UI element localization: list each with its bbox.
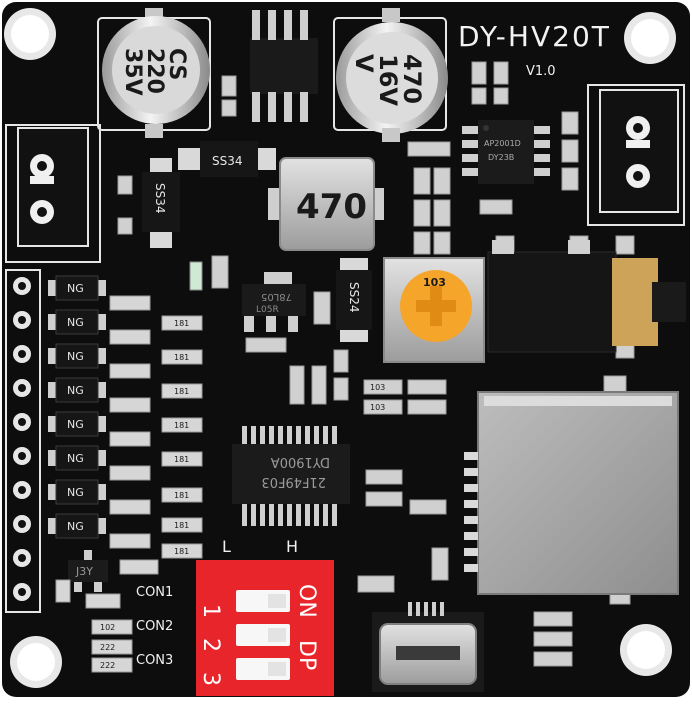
- ng-label: NG: [67, 282, 84, 295]
- ng-label: NG: [67, 486, 84, 499]
- resistor-code: 181: [174, 521, 189, 530]
- diode-ss34-top: [178, 141, 276, 177]
- ng-label: NG: [67, 520, 84, 533]
- header-pins: [13, 277, 31, 601]
- micro-usb-port: [372, 602, 484, 692]
- audio-jack: [487, 240, 686, 353]
- main-chip-dy1900a: [232, 426, 350, 526]
- dip-number-1: 1: [198, 604, 223, 618]
- main-chip-line1: DY1900A: [271, 454, 330, 469]
- cap-right-line1: 470: [398, 54, 426, 104]
- capacitor-470uf: [336, 8, 448, 142]
- capacitor-right-label: 470 16V V: [350, 54, 426, 106]
- resistor-code-c: 222: [100, 661, 115, 670]
- capacitor-left-label: CS 220 35V: [120, 48, 189, 96]
- potentiometer: [383, 257, 485, 363]
- dip-switch-labels: 1 2 3 ON DP: [198, 584, 319, 686]
- smd-passives: [117, 61, 635, 667]
- cap-right-line3: V: [350, 54, 378, 73]
- resistor-labels: 181 181 181 181 181 181 181 181 103 103 …: [100, 319, 385, 670]
- con-resistors: [55, 559, 159, 673]
- cap-left-line2: 220: [142, 48, 167, 94]
- dip-label-dp: DP: [294, 640, 319, 670]
- led: [189, 261, 203, 291]
- inductor-label: 470: [296, 187, 367, 227]
- transistor-j3y: [68, 550, 108, 592]
- resistor-code: 181: [174, 455, 189, 464]
- diode-top-label: SS34: [212, 154, 243, 168]
- dip-label-on: ON: [294, 584, 319, 618]
- sop8-chip-top: [250, 10, 318, 122]
- resistor-code: 181: [174, 547, 189, 556]
- label-con3: CON3: [136, 653, 173, 668]
- amp-chip-label: AP2001D: [484, 139, 521, 148]
- amp-chip: [462, 120, 550, 184]
- cap-left-line3: 35V: [120, 48, 145, 96]
- main-chip-line2: 21F49F03: [261, 474, 326, 489]
- resistor-code-c: 222: [100, 643, 115, 652]
- ng-label: NG: [67, 384, 84, 397]
- cap-left-line1: CS: [164, 48, 189, 80]
- ng-label: NG: [67, 350, 84, 363]
- diode-left-label: SS34: [153, 183, 167, 214]
- regulator-78l05: [242, 272, 306, 332]
- left-screw-terminal: [17, 127, 89, 247]
- ng-label: NG: [67, 418, 84, 431]
- resistor-code: 181: [174, 421, 189, 430]
- resistor-code-alt: 103: [370, 383, 385, 392]
- ng-label: NG: [67, 316, 84, 329]
- dip-switch: [196, 560, 334, 696]
- ng-diode-array: [48, 275, 106, 539]
- dip-number-2: 2: [198, 638, 223, 652]
- inductor-470: [268, 157, 384, 251]
- label-con2: CON2: [136, 619, 173, 634]
- amp-chip-code: DY23B: [488, 153, 514, 162]
- mounting-holes: [4, 8, 676, 688]
- label-con1: CON1: [136, 585, 173, 600]
- board-title: DY-HV20T: [458, 20, 611, 53]
- resistor-code-alt: 103: [370, 403, 385, 412]
- ng-labels: NG NG NG NG NG NG NG NG: [67, 282, 84, 533]
- dip-number-3: 3: [198, 672, 223, 686]
- regulator-code: L05R: [256, 305, 279, 315]
- resistor-code: 181: [174, 491, 189, 500]
- board-version: V1.0: [526, 64, 556, 79]
- label-high: H: [286, 537, 298, 556]
- ng-label: NG: [67, 452, 84, 465]
- right-screw-terminal: [599, 89, 679, 213]
- diode-ss34-left: [142, 158, 180, 248]
- silkscreen-labels: L H CON1 CON2 CON3: [136, 537, 298, 668]
- resistor-code-b: 102: [100, 623, 115, 632]
- diode-mid-label: SS24: [347, 282, 361, 313]
- capacitor-220uf: [102, 8, 210, 138]
- transistor-label: J3Y: [75, 565, 93, 578]
- resistor-code: 181: [174, 387, 189, 396]
- pot-label: 103: [423, 276, 446, 289]
- label-low: L: [222, 537, 231, 556]
- resistor-array: [109, 295, 203, 559]
- cap-right-line2: 16V: [374, 54, 402, 106]
- regulator-label: 78L05: [261, 291, 292, 302]
- resistor-code: 181: [174, 319, 189, 328]
- diode-ss24: [336, 258, 372, 342]
- microsd-card-slot: [464, 391, 679, 595]
- resistor-code: 181: [174, 353, 189, 362]
